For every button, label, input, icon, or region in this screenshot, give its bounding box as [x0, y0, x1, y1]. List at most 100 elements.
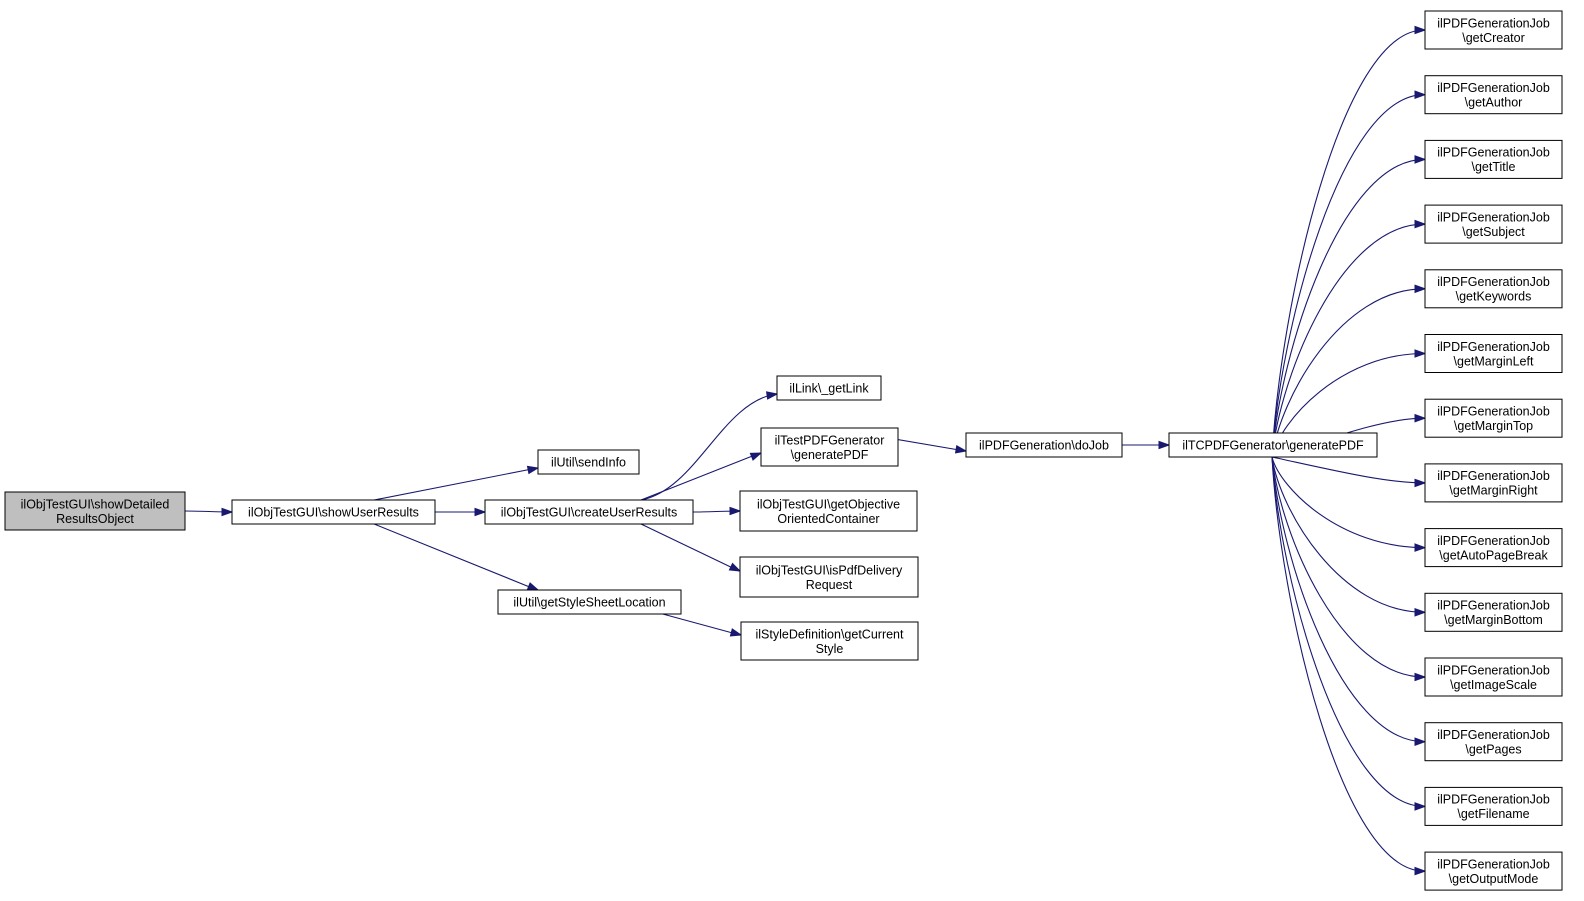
node-box — [231, 499, 436, 525]
node-label: ilObjTestGUI\showUserResults — [248, 506, 419, 520]
node-box — [760, 427, 899, 467]
edge-line — [1271, 456, 1425, 743]
node-box — [1424, 269, 1563, 309]
node-get-style-sheet-location[interactable]: ilUtil\getStyleSheetLocation — [497, 589, 682, 615]
node-box — [739, 490, 918, 532]
node-get-subject[interactable]: ilPDFGenerationJob\getSubject — [1424, 204, 1563, 244]
node-label: Request — [806, 578, 853, 592]
node-label: \generatePDF — [791, 448, 869, 462]
node-box — [1424, 75, 1563, 115]
arrowhead-icon — [1414, 672, 1427, 682]
edge-line — [1271, 158, 1425, 458]
node-label: ilPDFGenerationJob — [1437, 16, 1550, 30]
node-box — [1424, 398, 1563, 438]
edge-line — [1271, 456, 1425, 872]
node-get-auto-page-break[interactable]: ilPDFGenerationJob\getAutoPageBreak — [1424, 528, 1563, 568]
node-label: ResultsObject — [56, 512, 134, 526]
node-show-user-results[interactable]: ilObjTestGUI\showUserResults — [231, 499, 436, 525]
arrowhead-icon — [1414, 413, 1427, 423]
edge-line — [1271, 288, 1425, 458]
node-get-objective-container[interactable]: ilObjTestGUI\getObjectiveOrientedContain… — [739, 490, 918, 532]
edge-get-style-sheet-location-to-get-current-style — [662, 613, 743, 637]
node-test-pdf-generate[interactable]: ilTestPDFGenerator\generatePDF — [760, 427, 899, 467]
arrowhead-icon — [1414, 737, 1427, 747]
arrowhead-icon — [729, 506, 742, 516]
node-box — [1424, 592, 1563, 632]
node-box — [740, 621, 919, 661]
node-box — [776, 375, 882, 401]
node-get-link[interactable]: ilLink\_getLink — [776, 375, 882, 401]
node-label: ilPDFGenerationJob — [1437, 857, 1550, 871]
edge-create-user-results-to-get-link — [640, 391, 779, 501]
node-label: ilObjTestGUI\isPdfDelivery — [756, 563, 903, 577]
node-label: \getSubject — [1462, 225, 1525, 239]
edge-tcpdf-to-get-creator — [1271, 25, 1427, 458]
node-get-title[interactable]: ilPDFGenerationJob\getTitle — [1424, 139, 1563, 179]
arrowhead-icon — [526, 582, 540, 591]
node-get-margin-right[interactable]: ilPDFGenerationJob\getMarginRight — [1424, 463, 1563, 503]
node-label: ilObjTestGUI\createUserResults — [501, 506, 677, 520]
node-get-margin-top[interactable]: ilPDFGenerationJob\getMarginTop — [1424, 398, 1563, 438]
node-box — [1424, 10, 1563, 50]
node-get-margin-left[interactable]: ilPDFGenerationJob\getMarginLeft — [1424, 334, 1563, 373]
arrowhead-icon — [221, 507, 234, 517]
arrowhead-icon — [765, 391, 779, 400]
node-box — [537, 449, 640, 475]
node-label: ilPDFGenerationJob — [1437, 728, 1550, 742]
arrowhead-icon — [1414, 349, 1427, 358]
node-label: ilPDFGenerationJob — [1437, 599, 1550, 613]
arrowhead-icon — [954, 445, 968, 454]
node-box — [1424, 657, 1563, 697]
node-label: ilPDFGenerationJob — [1437, 275, 1550, 289]
arrowhead-icon — [1414, 866, 1427, 876]
node-get-creator[interactable]: ilPDFGenerationJob\getCreator — [1424, 10, 1563, 50]
node-get-keywords[interactable]: ilPDFGenerationJob\getKeywords — [1424, 269, 1563, 309]
node-do-job[interactable]: ilPDFGeneration\doJob — [965, 432, 1123, 458]
node-create-user-results[interactable]: ilObjTestGUI\createUserResults — [484, 499, 694, 525]
node-label: \getMarginRight — [1449, 484, 1538, 498]
edge-tcpdf-to-get-author — [1271, 90, 1427, 458]
node-label: ilPDFGenerationJob — [1437, 793, 1550, 807]
node-label: \getCreator — [1462, 31, 1525, 45]
node-label: \getMarginLeft — [1454, 354, 1534, 368]
node-label: ilPDFGenerationJob — [1437, 81, 1550, 95]
arrowhead-icon — [474, 507, 487, 517]
node-label: OrientedContainer — [777, 512, 879, 526]
node-box — [965, 432, 1123, 458]
node-label: \getOutputMode — [1449, 872, 1539, 886]
arrowhead-icon — [1414, 219, 1427, 229]
node-box — [1168, 432, 1378, 458]
node-label: ilPDFGenerationJob — [1437, 663, 1550, 677]
node-get-author[interactable]: ilPDFGenerationJob\getAuthor — [1424, 75, 1563, 115]
node-send-info[interactable]: ilUtil\sendInfo — [537, 449, 640, 475]
edge-line — [1271, 456, 1425, 549]
edge-line — [1271, 456, 1425, 613]
edge-line — [1271, 29, 1425, 458]
node-tcpdf[interactable]: ilTCPDFGenerator\generatePDF — [1168, 432, 1378, 458]
node-get-output-mode[interactable]: ilPDFGenerationJob\getOutputMode — [1424, 851, 1563, 891]
node-get-pages[interactable]: ilPDFGenerationJob\getPages — [1424, 722, 1563, 762]
edge-line — [640, 452, 761, 501]
arrowhead-icon — [526, 465, 540, 475]
node-box — [1424, 722, 1563, 762]
edge-line — [662, 613, 741, 636]
edge-line — [1271, 456, 1425, 678]
arrowhead-icon — [1414, 90, 1427, 100]
node-box — [1424, 334, 1563, 373]
arrowhead-icon — [749, 452, 763, 461]
node-label: \getFilename — [1457, 807, 1529, 821]
node-get-filename[interactable]: ilPDFGenerationJob\getFilename — [1424, 786, 1563, 826]
node-label: \getKeywords — [1456, 290, 1532, 304]
edge-tcpdf-to-get-margin-bottom — [1271, 456, 1427, 617]
node-label: \getMarginTop — [1454, 419, 1533, 433]
arrowhead-icon — [1414, 478, 1427, 488]
edge-line — [640, 393, 777, 501]
node-get-margin-bottom[interactable]: ilPDFGenerationJob\getMarginBottom — [1424, 592, 1563, 632]
edge-line — [1271, 94, 1425, 458]
node-get-image-scale[interactable]: ilPDFGenerationJob\getImageScale — [1424, 657, 1563, 697]
node-label: Style — [816, 642, 844, 656]
